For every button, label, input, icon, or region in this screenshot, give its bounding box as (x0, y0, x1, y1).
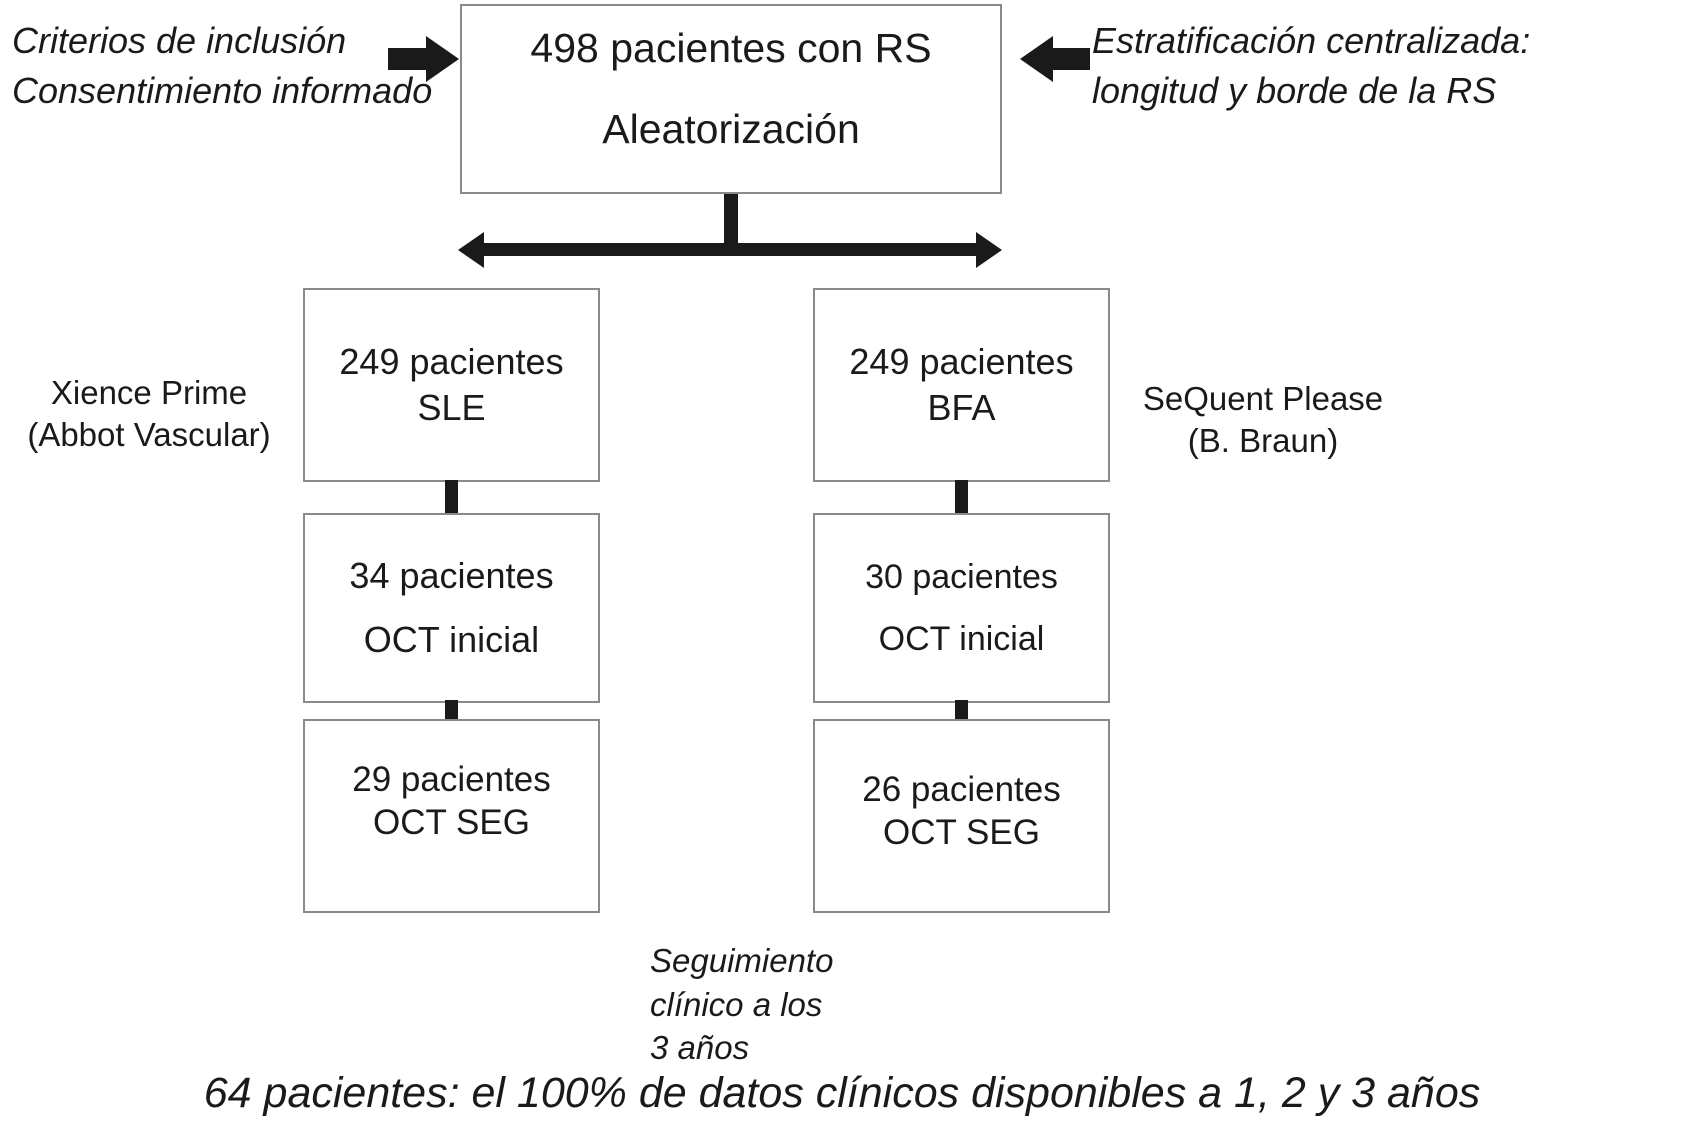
connector-split-arrow-left-icon (458, 232, 484, 268)
followup-note-line-1: Seguimiento (650, 942, 834, 979)
arm-label-right-line-2: (B. Braun) (1187, 422, 1339, 460)
arm-label-left-device: Xience Prime (Abbot Vascular) (4, 372, 294, 456)
annotation-central-stratification: Estratificación centralizada: longitud y… (1092, 16, 1530, 115)
bottom-caption: 64 pacientes: el 100% de datos clínicos … (203, 1069, 1481, 1117)
connector-left-arm-1-to-2 (445, 480, 458, 515)
followup-note-line-3: 3 años (650, 1029, 750, 1067)
annotation-right-line-2: longitud y borde de la RS (1092, 69, 1497, 111)
arm-label-left-line-2: (Abbot Vascular) (27, 416, 271, 454)
arm-label-right-device: SeQuent Please (B. Braun) (1118, 378, 1408, 462)
connector-left-arm-2-to-3 (445, 700, 458, 722)
node-randomization: 498 pacientes con RS Aleatorización (460, 4, 1002, 194)
node-randomization-line-2: Aleatorización (602, 106, 860, 152)
node-right-arm-oct-baseline-line-1: 30 pacientes (865, 558, 1058, 596)
followup-note-line-2: clínico a los (650, 985, 823, 1023)
connector-root-stem (724, 194, 738, 250)
node-right-arm-oct-followup-line-2: OCT SEG (883, 812, 1040, 852)
node-left-arm-enrolled-line-1: 249 pacientes (339, 340, 564, 382)
connector-right-arm-2-to-3 (955, 700, 968, 722)
node-right-arm-enrolled-line-1: 249 pacientes (849, 340, 1074, 382)
arm-label-right-line-1: SeQuent Please (1142, 380, 1384, 417)
node-left-arm-oct-baseline-line-2: OCT inicial (363, 619, 540, 660)
arrow-left-icon-shaft (1052, 48, 1090, 70)
node-right-arm-enrolled-line-2: BFA (927, 387, 996, 428)
connector-split-bar (476, 243, 986, 256)
node-right-arm-oct-baseline: 30 pacientes OCT inicial (813, 513, 1110, 703)
node-left-arm-oct-followup-line-2: OCT SEG (373, 802, 530, 842)
node-left-arm-oct-baseline: 34 pacientes OCT inicial (303, 513, 600, 703)
node-left-arm-oct-followup-line-1: 29 pacientes (352, 760, 551, 799)
node-right-arm-enrolled: 249 pacientes BFA (813, 288, 1110, 482)
arrow-left-icon-head (1020, 36, 1053, 82)
node-right-arm-oct-followup-line-1: 26 pacientes (862, 770, 1061, 809)
node-left-arm-oct-followup: 29 pacientes OCT SEG (303, 719, 600, 913)
annotation-right-line-1: Estratificación centralizada: (1092, 20, 1531, 61)
node-randomization-line-1: 498 pacientes con RS (530, 25, 932, 71)
annotation-left-line-1: Criterios de inclusión (12, 20, 347, 61)
arrow-right-icon-shaft (388, 48, 430, 70)
node-left-arm-enrolled-line-2: SLE (417, 387, 486, 428)
arrow-right-icon-head (426, 36, 459, 82)
node-left-arm-enrolled: 249 pacientes SLE (303, 288, 600, 482)
connector-split-arrow-right-icon (976, 232, 1002, 268)
annotation-inclusion-criteria: Criterios de inclusión Consentimiento in… (12, 16, 432, 115)
connector-right-arm-1-to-2 (955, 480, 968, 515)
node-left-arm-oct-baseline-line-1: 34 pacientes (349, 555, 554, 596)
node-right-arm-oct-followup: 26 pacientes OCT SEG (813, 719, 1110, 913)
node-right-arm-oct-baseline-line-2: OCT inicial (878, 620, 1045, 658)
followup-note: Seguimiento clínico a los 3 años (650, 939, 833, 1070)
annotation-left-line-2: Consentimiento informado (12, 69, 433, 111)
arm-label-left-line-1: Xience Prime (50, 374, 248, 411)
